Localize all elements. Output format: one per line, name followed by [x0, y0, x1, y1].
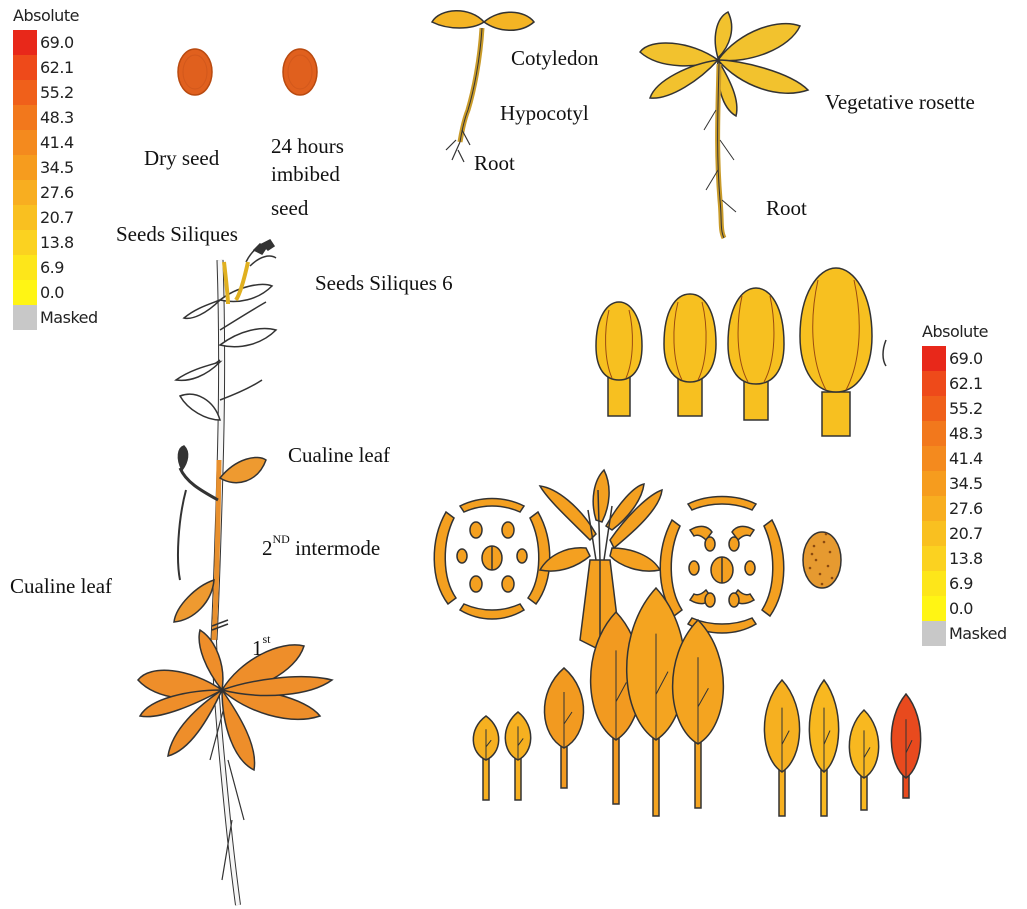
bud-3 [728, 288, 784, 420]
internode-text: intermode [290, 536, 380, 560]
seedling-illustration [432, 11, 534, 162]
leaf-9 [849, 710, 878, 810]
cauline-leaf-upper-label: Cualine leaf [288, 443, 390, 467]
internode-number: 1 [252, 636, 263, 660]
leaf-7 [764, 680, 799, 816]
leaf-1 [473, 716, 498, 800]
dry-seed-illustration [178, 49, 212, 95]
cotyledon-label: Cotyledon [511, 46, 599, 70]
hypocotyl-label: Hypocotyl [500, 101, 589, 125]
mature-plant-illustration [138, 240, 332, 905]
imbibed-seed-label-line1: 24 hours [271, 134, 344, 158]
imbibed-seed-label-line3: seed [271, 196, 308, 220]
internode-superscript: ND [273, 532, 290, 546]
imbibed-seed-illustration [283, 49, 317, 95]
dry-seed-label: Dry seed [144, 146, 219, 170]
single-seed-illustration [803, 532, 841, 588]
internode-number: 2 [262, 536, 273, 560]
floral-diagram-2 [660, 497, 784, 634]
seedling-root-label: Root [474, 151, 515, 175]
rosette-root-label: Root [766, 196, 807, 220]
imbibed-seed-label-line2: imbibed [271, 162, 340, 186]
leaf-10 [891, 694, 920, 798]
seeds-siliques-label: Seeds Siliques [116, 222, 238, 246]
cauline-leaf-lower-label: Cualine leaf [10, 574, 112, 598]
leaf-2 [505, 712, 530, 800]
second-internode-label: 2ND intermode [262, 536, 380, 563]
bud-2 [664, 294, 716, 416]
flower-buds-series [596, 268, 886, 436]
internode-superscript: st [263, 632, 271, 646]
first-internode-label: 1st [252, 636, 271, 663]
leaf-6 [673, 620, 724, 808]
bud-4 [800, 268, 872, 436]
vegetative-rosette-label: Vegetative rosette [825, 90, 975, 114]
leaf-8 [809, 680, 838, 816]
seeds-siliques-6-label: Seeds Siliques 6 [315, 271, 453, 295]
leaf-series [473, 588, 920, 816]
bud-1 [596, 302, 642, 416]
leaf-3 [544, 668, 583, 788]
floral-diagram-1 [434, 499, 550, 620]
